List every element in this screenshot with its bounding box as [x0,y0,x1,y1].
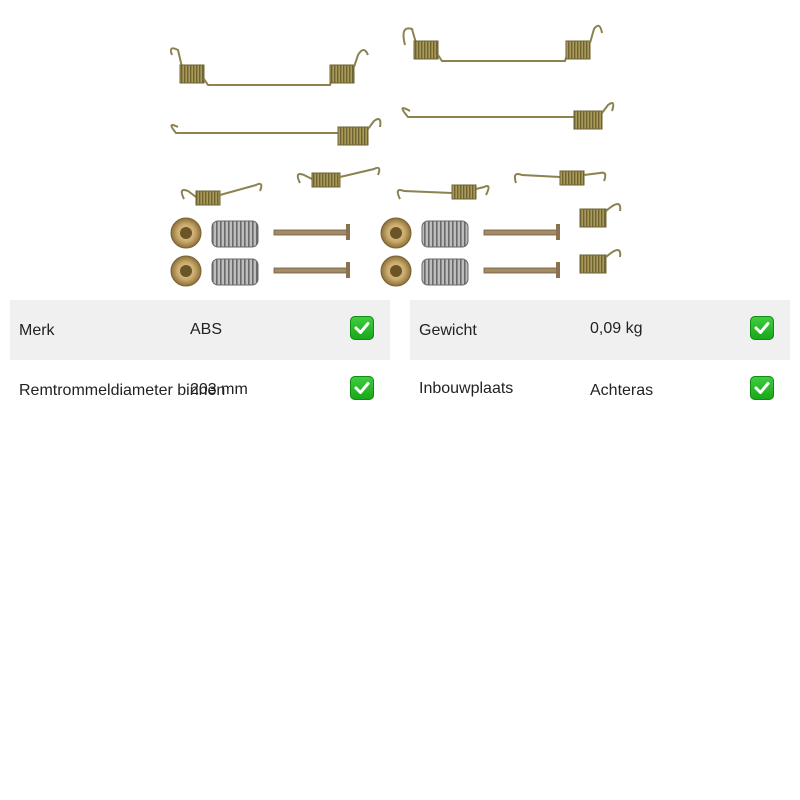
retainer-set-right [380,217,560,287]
long-spring-2 [402,24,603,62]
medium-spring-2 [401,102,615,130]
spec-label: Remtrommeldiameter binnen [19,382,226,399]
spec-value: ABS [190,321,223,338]
long-spring-1 [169,47,369,86]
spec-value: 203 mm [190,381,248,398]
check-icon [350,316,374,340]
check-icon [750,316,774,340]
hook-spring-2 [579,249,622,274]
spec-row-remtrommeldiameter: 203 mm Remtrommeldiameter binnen [10,360,390,420]
medium-spring-1 [170,118,382,146]
short-spring-1 [180,182,263,206]
spec-label: Inbouwplaats [419,380,514,397]
short-spring-4 [513,170,607,186]
product-image [169,24,622,287]
short-spring-2 [296,166,381,188]
spec-label: Gewicht [419,322,477,339]
spec-row-inbouwplaats: Inbouwplaats Achteras [410,360,790,420]
hook-spring-1 [579,203,622,228]
spec-row-merk: Merk ABS [10,300,390,360]
check-icon [350,376,374,400]
spec-label: Merk [19,322,55,339]
spec-value: Achteras [590,382,654,399]
short-spring-3 [396,184,490,200]
retainer-set-left [170,217,350,287]
spec-row-gewicht: Gewicht 0,09 kg [410,300,790,360]
check-icon [750,376,774,400]
spec-value: 0,09 kg [590,320,643,337]
